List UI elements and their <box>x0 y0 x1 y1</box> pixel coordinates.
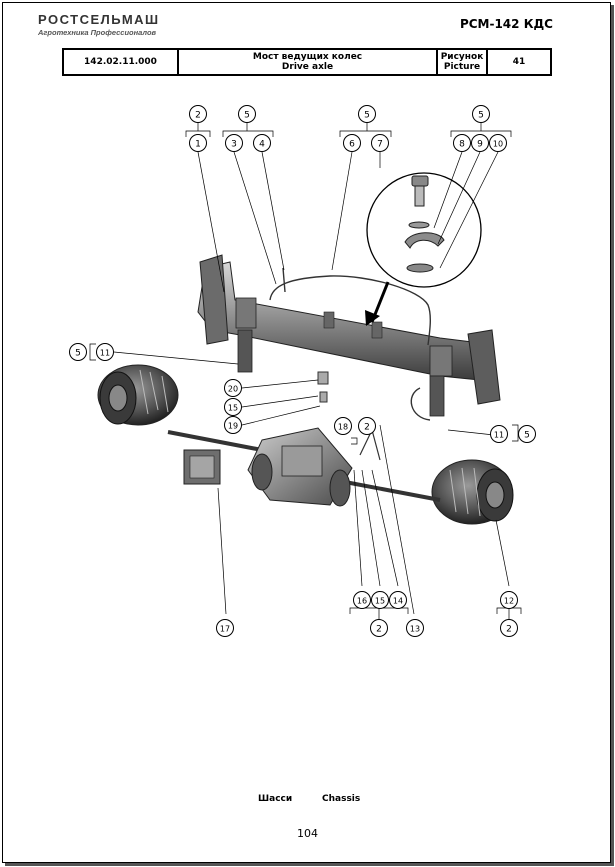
logo: РОСТСЕЛЬМАШ Агротехника Профессионалов <box>38 12 160 37</box>
callout-label: 2 <box>364 423 370 433</box>
title-ru: Мост ведущих колес <box>252 52 363 62</box>
hydraulic-pipe <box>269 267 431 421</box>
callout: 18 <box>334 417 352 435</box>
callout-label: 9 <box>477 140 483 150</box>
callout-label: 20 <box>228 385 238 394</box>
callout-label: 5 <box>244 111 250 121</box>
gearbox <box>247 427 353 507</box>
callout: 9 <box>471 134 489 152</box>
callout-label: 6 <box>349 140 355 150</box>
callout: 4 <box>253 134 271 152</box>
callout-label: 7 <box>377 140 383 150</box>
callout-label: 17 <box>220 625 230 634</box>
logo-text: РОСТСЕЛЬМАШ <box>38 12 160 27</box>
callout: 5 <box>238 105 256 123</box>
callout: 14 <box>389 591 407 609</box>
callout-label: 15 <box>228 404 238 413</box>
callout-label: 19 <box>228 422 238 431</box>
callout: 19 <box>224 416 242 434</box>
callout-label: 5 <box>478 111 484 121</box>
figure-label-en: Picture <box>443 62 481 72</box>
callout-label: 12 <box>504 597 514 606</box>
callout: 6 <box>343 134 361 152</box>
callout-label: 2 <box>376 625 382 635</box>
callout: 2 <box>189 105 207 123</box>
left-wheel-hub <box>97 364 179 426</box>
leader-lines <box>89 122 522 620</box>
callout: 20 <box>224 379 242 397</box>
model-name: РСМ-142 КДС <box>459 17 553 31</box>
callout: 16 <box>353 591 371 609</box>
callout: 13 <box>406 619 424 637</box>
callout-label: 3 <box>231 140 237 150</box>
figure-label-cell: Рисунок Picture <box>436 48 488 76</box>
callout-label: 11 <box>494 431 504 440</box>
callout-label: 2 <box>506 625 512 635</box>
callout-label: 16 <box>357 597 367 606</box>
callout-label: 14 <box>393 597 403 606</box>
callout: 7 <box>371 134 389 152</box>
callout-label: 10 <box>493 140 503 149</box>
detail-view <box>366 172 482 288</box>
figure-number: 41 <box>486 48 552 76</box>
callout: 15 <box>371 591 389 609</box>
callout-label: 15 <box>375 597 385 606</box>
callout-label: 18 <box>338 423 348 432</box>
callout: 2 <box>370 619 388 637</box>
callout-label: 13 <box>410 625 420 634</box>
callout-label: 5 <box>364 111 370 121</box>
callout-label: 1 <box>195 140 201 150</box>
title-block: 142.02.11.000 Мост ведущих колес Drive a… <box>62 48 552 76</box>
callout-label: 5 <box>524 431 530 441</box>
footer-section-en: Chassis <box>322 794 361 804</box>
page-number: 104 <box>297 827 318 840</box>
doc-number: 142.02.11.000 <box>62 48 179 76</box>
callout: 1 <box>189 134 207 152</box>
axle-shafts <box>167 430 441 502</box>
callout: 5 <box>472 105 490 123</box>
hydraulic-motor <box>183 449 221 485</box>
callout: 5 <box>518 425 536 443</box>
callout: 11 <box>96 343 114 361</box>
callout: 12 <box>500 591 518 609</box>
callout: 15 <box>224 398 242 416</box>
callout: 5 <box>69 343 87 361</box>
callout-label: 4 <box>259 140 265 150</box>
callout-label: 5 <box>75 349 81 359</box>
detail-arrow-head <box>365 310 380 326</box>
footer-section-ru: Шасси <box>258 794 293 804</box>
callout: 11 <box>490 425 508 443</box>
callout: 2 <box>358 417 376 435</box>
callout-label: 8 <box>459 140 465 150</box>
axle-beam <box>197 254 501 417</box>
callout-label: 2 <box>195 111 201 121</box>
callout-label: 11 <box>100 349 110 358</box>
title-cell: Мост ведущих колес Drive axle <box>177 48 438 76</box>
callout: 5 <box>358 105 376 123</box>
callout: 8 <box>453 134 471 152</box>
callout: 2 <box>500 619 518 637</box>
callout: 3 <box>225 134 243 152</box>
right-wheel-hub <box>431 459 514 525</box>
callout: 10 <box>489 134 507 152</box>
title-en: Drive axle <box>281 62 334 72</box>
callout: 17 <box>216 619 234 637</box>
logo-tagline: Агротехника Профессионалов <box>38 28 157 37</box>
figure-label-ru: Рисунок <box>440 52 484 62</box>
